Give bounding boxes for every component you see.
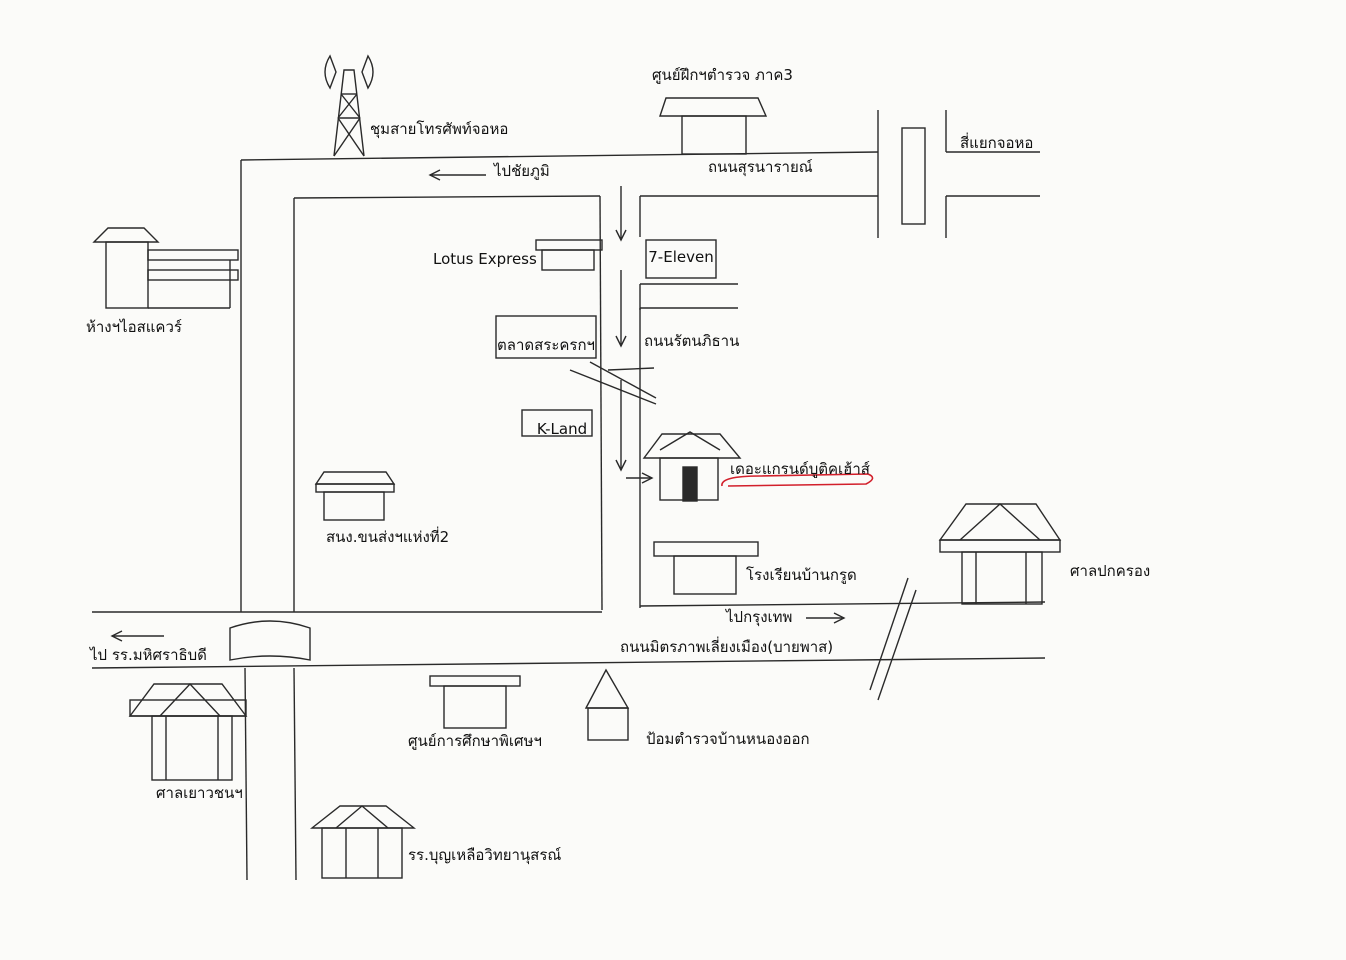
special-education-label: ศูนย์การศึกษาพิเศษฯ: [408, 732, 542, 750]
police-training-label: ศูนย์ฝึกฯตำรวจ ภาค3: [652, 66, 793, 84]
to-chaiyaphum-label: ไปชัยภูมิ: [494, 162, 550, 180]
hotel-building-icon: [642, 431, 742, 502]
district-shrine-label: ศาลปกครอง: [1070, 562, 1151, 580]
to-bangkok-label: ไปกรุงเทพ: [726, 608, 793, 626]
education-center-building-icon: [429, 675, 521, 729]
boonluea-school-label: รร.บุญเหลือวิทยานุสรณ์: [408, 846, 562, 864]
mall-building-icon: [92, 227, 239, 309]
court-building-icon: [128, 682, 248, 781]
boonluea-school-building-icon: [309, 805, 417, 879]
market-label: ตลาดสระครกฯ: [497, 336, 595, 354]
transport-office-building-icon: [314, 471, 396, 521]
k-land-box: [521, 409, 593, 437]
seven-eleven-box: [645, 239, 717, 279]
police-box-label: ป้อมตำรวจบ้านหนองออก: [646, 730, 810, 748]
shrine-building-icon: [938, 503, 1062, 605]
i-square-label: ห้างฯไอสแควร์: [86, 318, 182, 336]
juvenile-court-label: ศาลเยาวชนฯ: [156, 784, 243, 802]
to-mahisara-label: ไป รร.มหิศราธิบดี: [90, 646, 207, 664]
school-building-icon: [653, 541, 759, 595]
surenarai-road-label: ถนนสุรนารายณ์: [708, 158, 813, 176]
rattanathibet-road-label: ถนนรัตนภิธาน: [644, 332, 740, 350]
grand-boutique-label: เดอะแกรนด์บูติคเฮ้าส์: [730, 460, 870, 478]
transport-office-label: สนง.ขนส่งฯแห่งที่2: [326, 528, 450, 546]
k-land-label: K-Land: [536, 420, 588, 438]
market-box: [495, 315, 597, 359]
road-network: [91, 110, 1046, 881]
direction-arrows: [110, 169, 846, 642]
telephone-exchange-label: ชุมสายโทรศัพท์จอหอ: [370, 120, 509, 138]
lotus-building-icon: [535, 239, 603, 271]
hotel-highlight-underline: [721, 473, 874, 487]
police-box-icon: [584, 668, 630, 741]
telephone-tower-icon: [324, 54, 374, 157]
seven-eleven-label: 7-Eleven: [648, 248, 714, 266]
bypass-road-label: ถนนมิตรภาพเลี่ยงเมือง(บายพาส): [620, 638, 834, 656]
intersection-label: สี่แยกจอหอ: [960, 134, 1034, 152]
police-training-building-icon: [659, 97, 768, 155]
lotus-express-label: Lotus Express: [433, 250, 537, 268]
ban-krut-school-label: โรงเรียนบ้านกรูด: [746, 566, 857, 584]
